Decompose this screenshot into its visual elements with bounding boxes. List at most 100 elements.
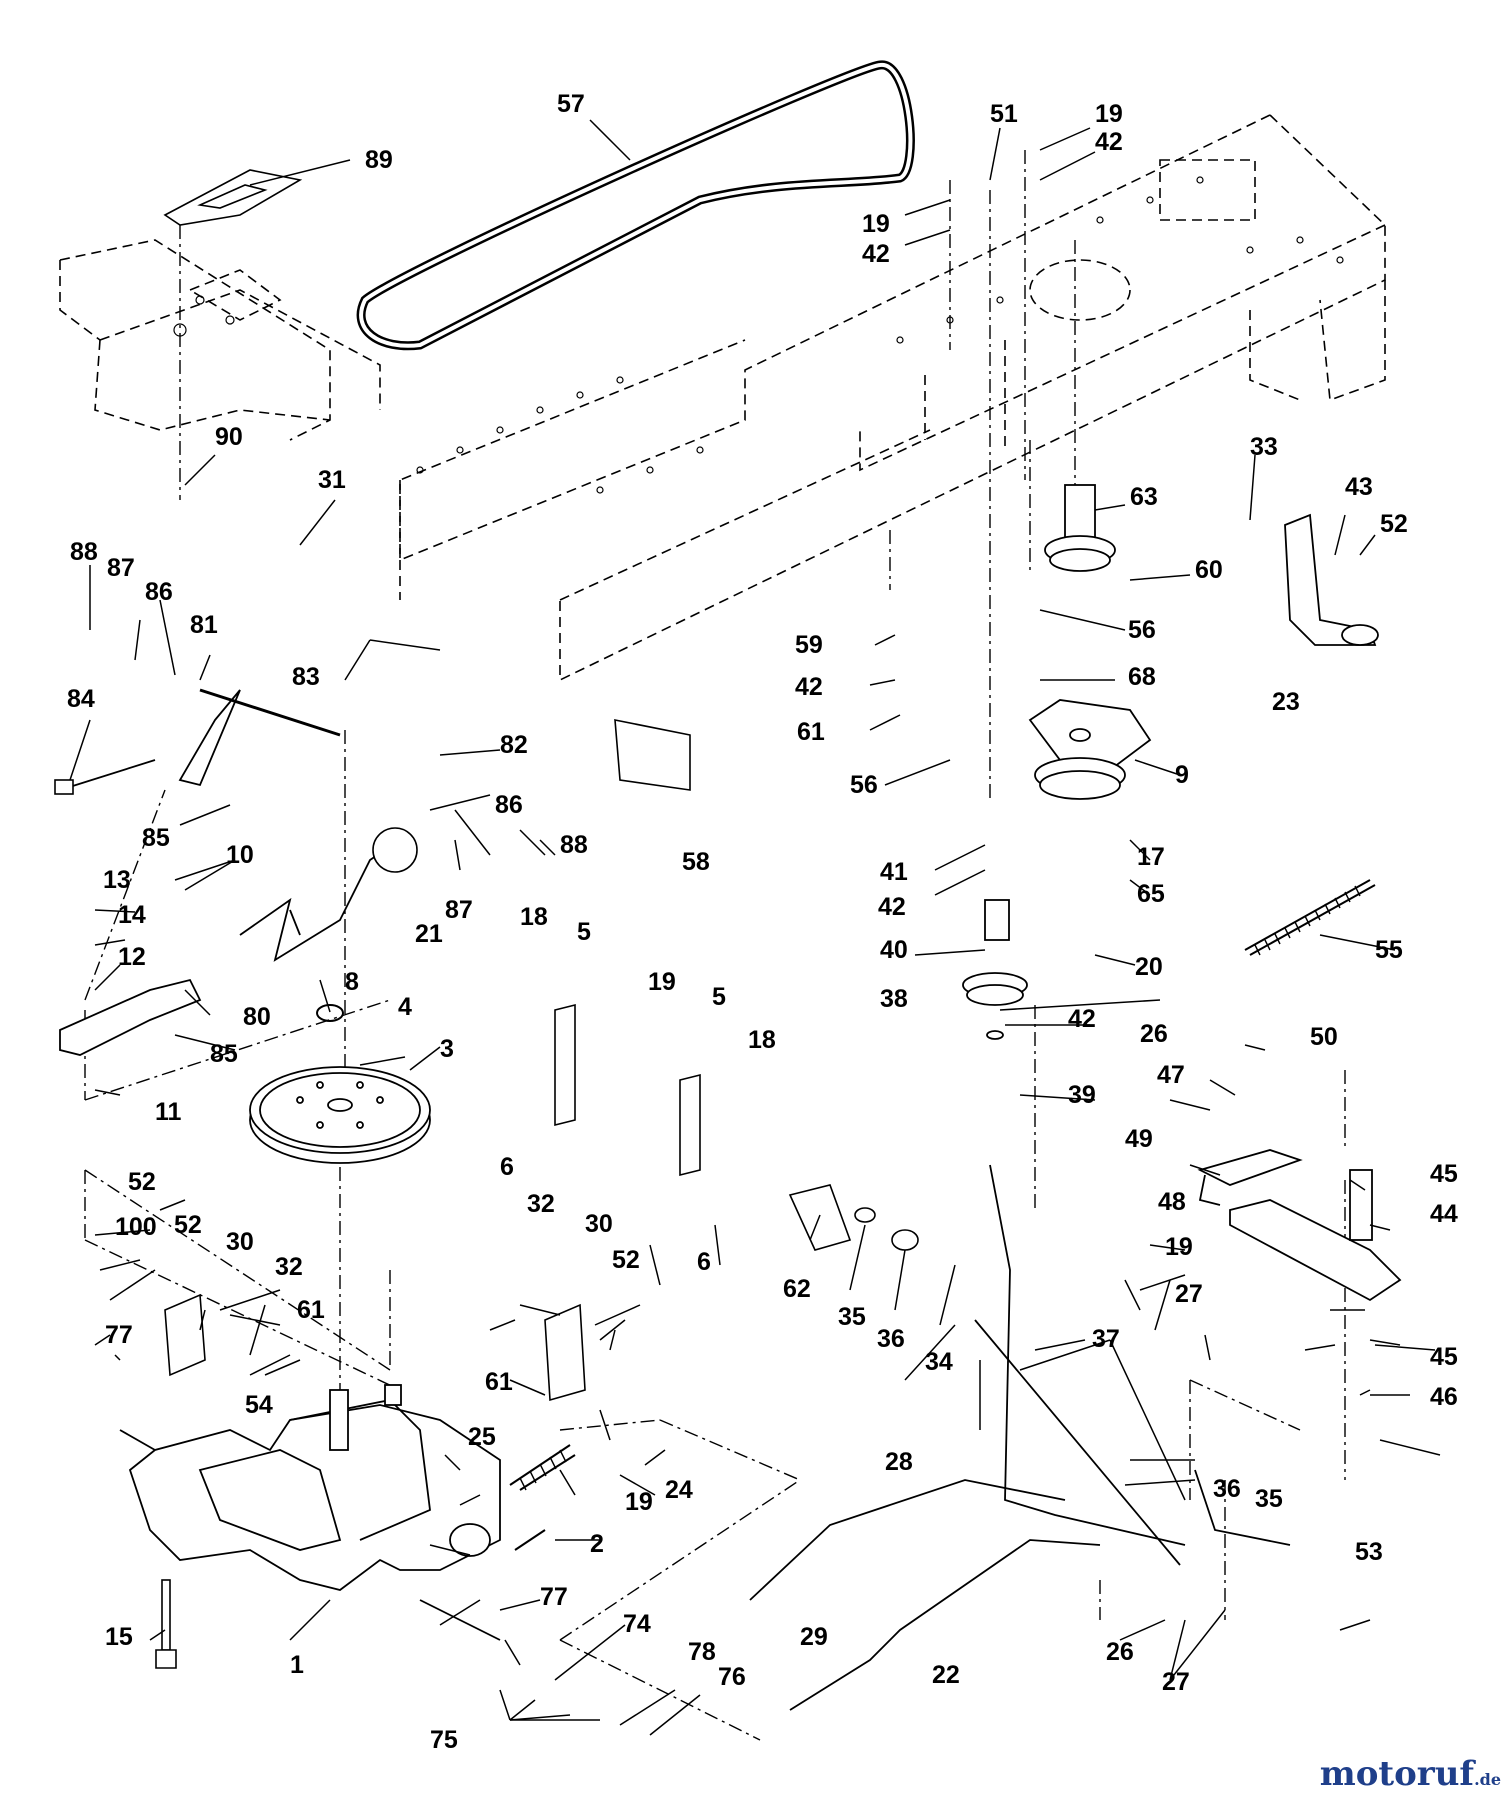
label-32: 32 (275, 1253, 303, 1281)
label-56: 56 (850, 771, 878, 799)
label-17: 17 (1137, 843, 1165, 871)
label-59: 59 (795, 631, 823, 659)
label-63: 63 (1130, 483, 1158, 511)
label-18: 18 (748, 1026, 776, 1054)
frame-holes (173, 176, 1344, 494)
label-9: 9 (1175, 761, 1189, 789)
label-6: 6 (500, 1153, 514, 1181)
label-32: 32 (527, 1190, 555, 1218)
label-88: 88 (560, 831, 588, 859)
label-4: 4 (398, 993, 412, 1021)
label-80: 80 (243, 1003, 271, 1031)
label-18: 18 (520, 903, 548, 931)
label-55: 55 (1375, 936, 1403, 964)
label-5: 5 (577, 918, 591, 946)
label-31: 31 (318, 466, 346, 494)
label-89: 89 (365, 146, 393, 174)
linkage-rods (59, 688, 1291, 1711)
frame-outline (59, 114, 1386, 682)
label-34: 34 (925, 1348, 953, 1376)
label-27: 27 (1175, 1280, 1203, 1308)
label-52: 52 (1380, 510, 1408, 538)
label-29: 29 (800, 1623, 828, 1651)
label-61: 61 (485, 1368, 513, 1396)
label-28: 28 (885, 1448, 913, 1476)
label-65: 65 (1137, 880, 1165, 908)
clutch-assembly (962, 484, 1152, 1040)
label-50: 50 (1310, 1023, 1338, 1051)
label-58: 58 (682, 848, 710, 876)
label-68: 68 (1128, 663, 1156, 691)
label-19: 19 (1095, 100, 1123, 128)
brackets (59, 513, 1402, 1302)
handle-grip (788, 1184, 919, 1251)
label-56: 56 (1128, 616, 1156, 644)
label-51: 51 (990, 100, 1018, 128)
label-19: 19 (625, 1488, 653, 1516)
mounting-plates (164, 719, 701, 1402)
label-35: 35 (838, 1303, 866, 1331)
label-2: 2 (590, 1530, 604, 1558)
label-19: 19 (862, 210, 890, 238)
label-86: 86 (495, 791, 523, 819)
label-84: 84 (67, 685, 95, 713)
label-77: 77 (105, 1321, 133, 1349)
label-85: 85 (142, 824, 170, 852)
label-62: 62 (783, 1275, 811, 1303)
label-52: 52 (174, 1211, 202, 1239)
label-36: 36 (1213, 1475, 1241, 1503)
label-47: 47 (1157, 1061, 1185, 1089)
callout-labels: 89 57 51 19 42 19 42 90 31 33 63 43 52 6… (67, 90, 1458, 1754)
label-1: 1 (290, 1651, 304, 1679)
label-48: 48 (1158, 1188, 1186, 1216)
label-19: 19 (648, 968, 676, 996)
label-42: 42 (795, 673, 823, 701)
label-15: 15 (105, 1623, 133, 1651)
label-77: 77 (540, 1583, 568, 1611)
bolt (155, 1579, 177, 1669)
label-41: 41 (880, 858, 908, 886)
label-23: 23 (1272, 688, 1300, 716)
label-44: 44 (1430, 1200, 1458, 1228)
spring-coils (519, 885, 1361, 1491)
label-14: 14 (118, 901, 146, 929)
label-25: 25 (468, 1423, 496, 1451)
label-90: 90 (215, 423, 243, 451)
label-75: 75 (430, 1726, 458, 1754)
leader-lines (69, 119, 1441, 1736)
label-26: 26 (1106, 1638, 1134, 1666)
label-27: 27 (1162, 1668, 1190, 1696)
label-12: 12 (118, 943, 146, 971)
label-21: 21 (415, 920, 443, 948)
alignment-lines (84, 150, 1346, 1741)
label-20: 20 (1135, 953, 1163, 981)
label-30: 30 (226, 1228, 254, 1256)
label-78: 78 (688, 1638, 716, 1666)
label-37: 37 (1092, 1325, 1120, 1353)
label-26: 26 (1140, 1020, 1168, 1048)
label-83: 83 (292, 663, 320, 691)
label-39: 39 (1068, 1081, 1096, 1109)
label-54: 54 (245, 1391, 273, 1419)
label-87: 87 (445, 896, 473, 924)
retaining-ring (316, 1004, 344, 1022)
label-40: 40 (880, 936, 908, 964)
label-10: 10 (226, 841, 254, 869)
label-35: 35 (1255, 1485, 1283, 1513)
label-19: 19 (1165, 1233, 1193, 1261)
label-86: 86 (145, 578, 173, 606)
label-100: 100 (115, 1213, 157, 1241)
label-49: 49 (1125, 1125, 1153, 1153)
label-52: 52 (612, 1246, 640, 1274)
label-6: 6 (697, 1248, 711, 1276)
watermark: motoruf.de (1320, 1754, 1501, 1794)
label-82: 82 (500, 731, 528, 759)
fender-plate (163, 169, 303, 226)
watermark-suffix: .de (1474, 1770, 1501, 1789)
clevis (54, 779, 74, 795)
label-38: 38 (880, 985, 908, 1013)
label-11: 11 (155, 1098, 182, 1126)
shift-knob (372, 827, 418, 873)
drive-belt (356, 60, 915, 351)
label-13: 13 (103, 866, 131, 894)
